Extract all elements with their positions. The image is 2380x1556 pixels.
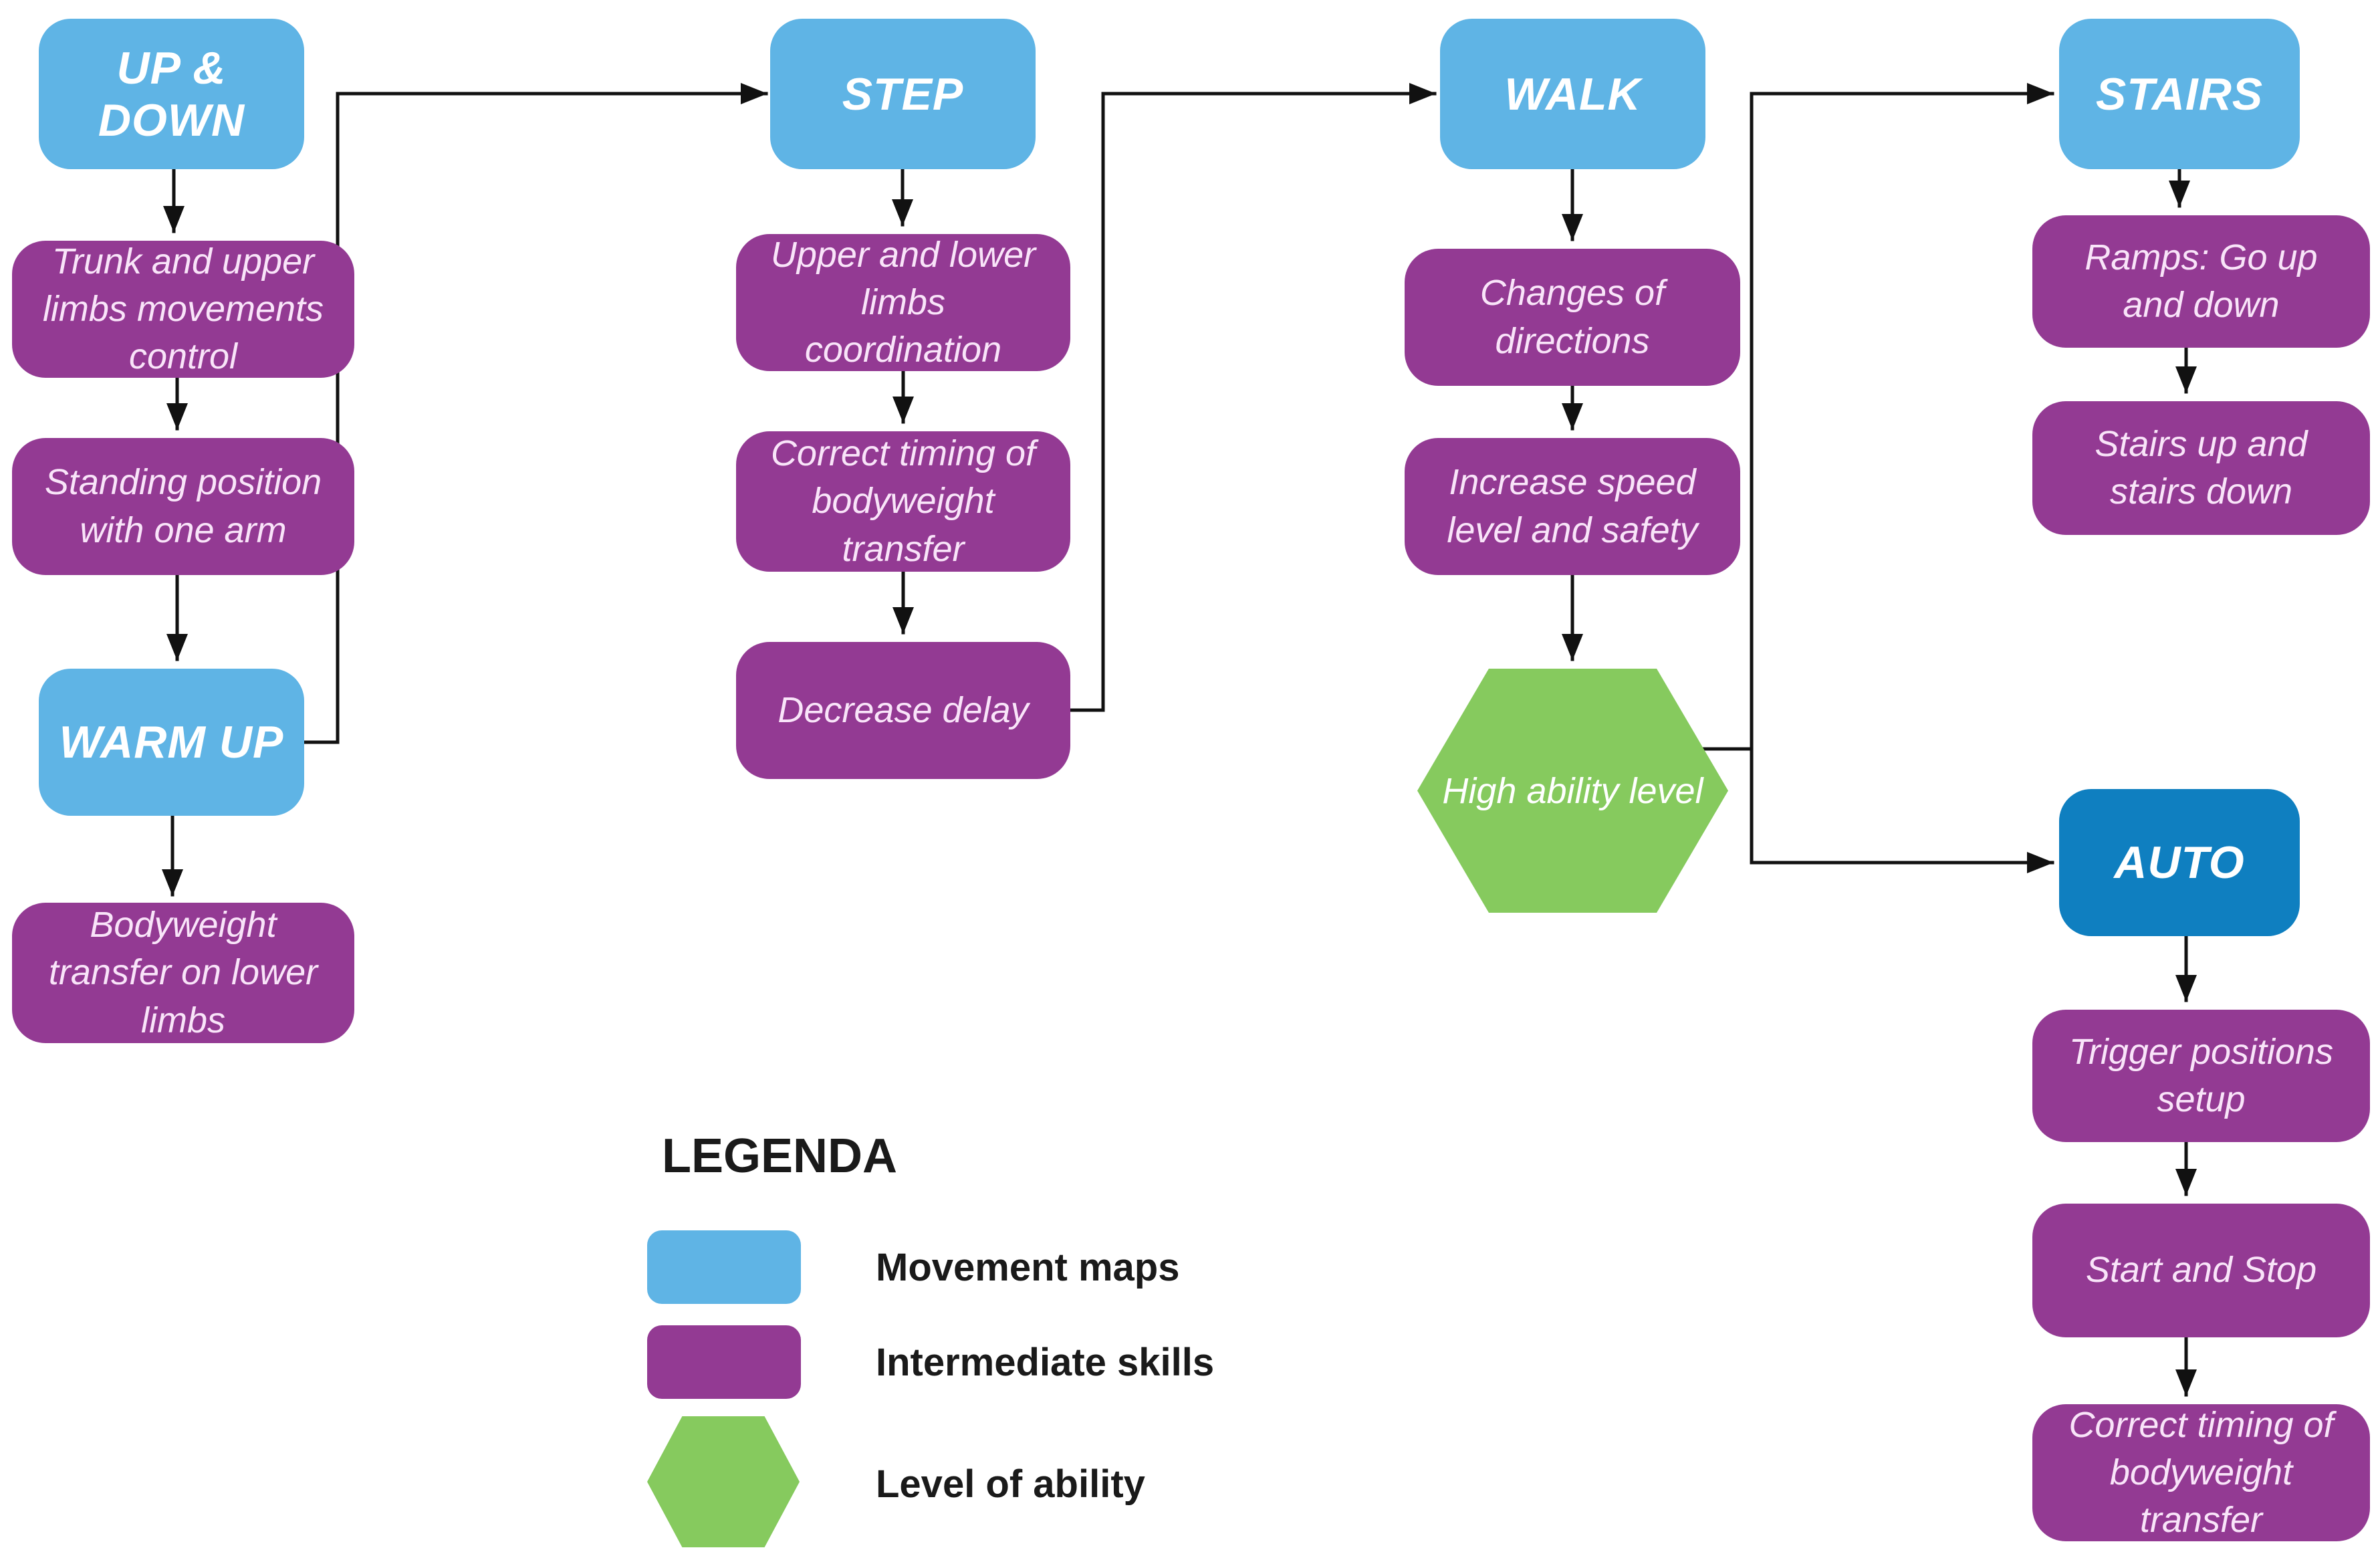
intermediate-skill-swatch-icon: [647, 1325, 801, 1399]
connector-decreasedelay-to-walk: [1068, 83, 1437, 712]
ability-level-swatch-icon: [647, 1416, 800, 1547]
node-decrease-delay: Decrease delay: [736, 642, 1070, 779]
node-high-ability-level: High ability level: [1417, 669, 1728, 913]
node-increase-speed: Increase speed level and safety: [1405, 438, 1740, 575]
node-ramps: Ramps: Go up and down: [2032, 215, 2370, 348]
connector-warmup-to-step: [302, 83, 768, 744]
node-start-stop: Start and Stop: [2032, 1204, 2370, 1337]
node-warm-up: WARM UP: [39, 669, 304, 816]
legend-label-intermediate-skills: Intermediate skills: [876, 1341, 1215, 1384]
node-walk: WALK: [1440, 19, 1705, 169]
node-step: STEP: [770, 19, 1036, 169]
legend-label-level-of-ability: Level of ability: [876, 1462, 1145, 1506]
legend-label-movement-maps: Movement maps: [876, 1246, 1180, 1289]
node-upper-lower-coordination: Upper and lower limbs coordination: [736, 234, 1070, 371]
node-stairs: STAIRS: [2059, 19, 2300, 169]
legend-title: LEGENDA: [662, 1129, 898, 1183]
movement-map-swatch-icon: [647, 1230, 801, 1304]
node-stairs-up-down: Stairs up and stairs down: [2032, 401, 2370, 535]
node-correct-timing-step: Correct timing of bodyweight transfer: [736, 431, 1070, 572]
node-up-down: UP & DOWN: [39, 19, 304, 169]
node-trunk-control: Trunk and upper limbs movements control: [12, 241, 354, 378]
node-auto: AUTO: [2059, 789, 2300, 936]
node-trigger-positions: Trigger positions setup: [2032, 1010, 2370, 1142]
node-bodyweight-transfer: Bodyweight transfer on lower limbs: [12, 903, 354, 1043]
node-correct-timing-auto: Correct timing of bodyweight transfer: [2032, 1404, 2370, 1541]
node-standing-position: Standing position with one arm: [12, 438, 354, 575]
node-changes-of-directions: Changes of directions: [1405, 249, 1740, 386]
